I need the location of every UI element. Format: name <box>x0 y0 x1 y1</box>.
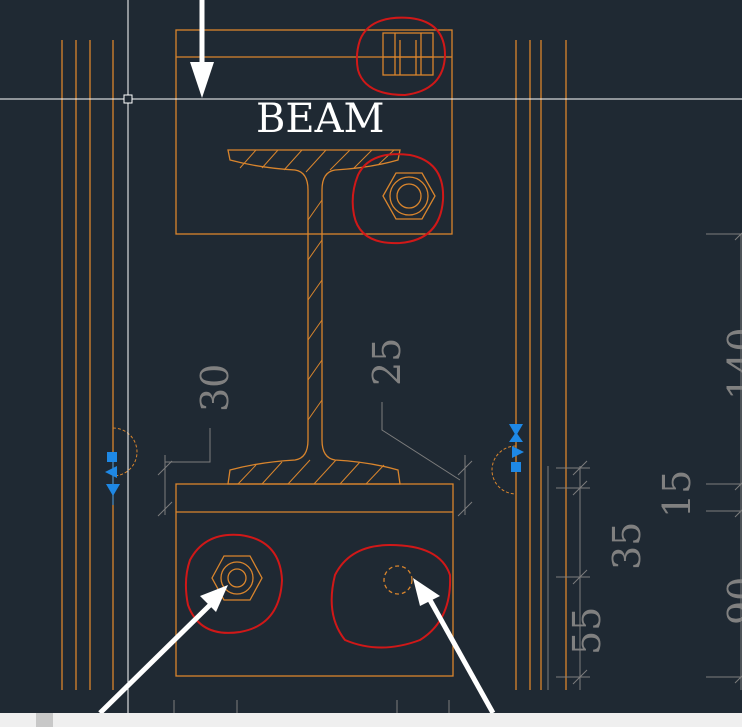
beam-label: BEAM <box>256 96 384 142</box>
dimension-lines <box>157 232 742 690</box>
top-bolt <box>382 32 434 76</box>
arrow-annotation-bottom-right <box>413 578 496 713</box>
dim-55: 55 <box>565 607 609 655</box>
horizontal-scrollbar[interactable] <box>0 713 742 727</box>
left-column-lines <box>61 40 114 690</box>
arrow-annotation-top <box>190 0 214 98</box>
right-column-lines <box>515 40 567 690</box>
dim-25: 25 <box>365 338 409 386</box>
bottom-plate <box>175 483 454 677</box>
dim-15: 15 <box>655 470 699 518</box>
grip-handle-left[interactable] <box>105 427 138 505</box>
hex-bolt-top <box>382 172 436 220</box>
hex-bolt-bottom <box>211 555 263 601</box>
i-beam-section <box>227 149 401 485</box>
hidden-bolt-hole <box>383 565 413 595</box>
dim-140: 140 <box>720 327 742 400</box>
red-markup-circles <box>184 16 452 649</box>
dim-30: 30 <box>193 364 237 412</box>
grip-handle-right[interactable] <box>491 424 524 495</box>
dim-90: 90 <box>720 577 742 625</box>
dim-35: 35 <box>605 522 649 570</box>
bottom-tick-marks <box>173 700 450 713</box>
scrollbar-thumb[interactable] <box>36 713 53 727</box>
arrow-annotation-bottom-left <box>98 585 228 713</box>
